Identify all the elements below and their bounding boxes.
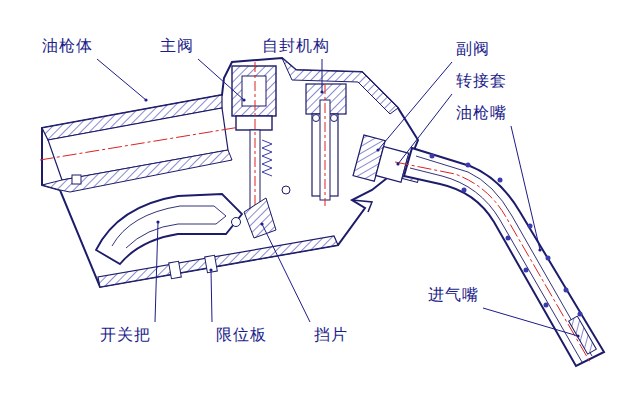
leader-line — [398, 94, 452, 164]
leader-dot — [209, 268, 212, 271]
pin — [331, 115, 338, 122]
part-label: 自封机构 — [262, 37, 330, 55]
part-label: 开关把 — [100, 326, 151, 344]
leader-dot — [396, 162, 399, 165]
centerline — [395, 162, 590, 362]
spring — [262, 140, 272, 176]
limit-plate — [169, 261, 182, 278]
screw — [72, 175, 81, 184]
limit-plate — [205, 255, 218, 272]
leader-line — [483, 308, 578, 336]
part-label: 主阀 — [160, 37, 194, 55]
part-label: 进气嘴 — [428, 286, 479, 304]
leader-line — [262, 224, 310, 322]
leader-line — [211, 270, 212, 322]
leader-dot — [576, 334, 579, 337]
trigger-lever-inner — [112, 206, 226, 248]
leader-dot — [320, 90, 323, 93]
main-valve — [232, 66, 276, 116]
part-label: 油枪嘴 — [456, 104, 507, 122]
leader-line — [155, 222, 158, 322]
pin — [282, 186, 290, 194]
barrel-wall — [42, 150, 232, 192]
spout — [404, 148, 604, 366]
main-valve-core — [242, 76, 266, 106]
trigger-lever — [96, 194, 242, 264]
leader-dot — [242, 98, 245, 101]
part-label: 副阀 — [456, 40, 490, 58]
guard-end — [352, 200, 372, 212]
pivot — [232, 218, 241, 227]
pin — [313, 115, 320, 122]
main-valve-seat — [236, 116, 272, 130]
part-label: 挡片 — [314, 326, 348, 344]
leader-line — [511, 126, 540, 250]
part-label: 油枪体 — [42, 37, 93, 55]
centerline — [40, 126, 246, 160]
body-outline — [42, 58, 418, 287]
leader-dot — [538, 248, 541, 251]
spout-inner — [410, 156, 592, 362]
leader-line — [322, 59, 323, 92]
catch-plate — [244, 198, 276, 238]
leader-line — [198, 59, 244, 100]
air-inlet — [569, 316, 597, 354]
leader-dot — [156, 220, 159, 223]
part-label: 限位板 — [216, 326, 267, 344]
leader-dot — [376, 148, 379, 151]
housing-wall — [282, 58, 398, 114]
leader-dot — [260, 222, 263, 225]
part-label: 转接套 — [456, 72, 507, 90]
leader-dot — [144, 98, 147, 101]
leader-line — [378, 62, 452, 150]
leader-line — [97, 59, 146, 100]
centerline — [325, 84, 326, 206]
guard-band — [98, 236, 338, 287]
